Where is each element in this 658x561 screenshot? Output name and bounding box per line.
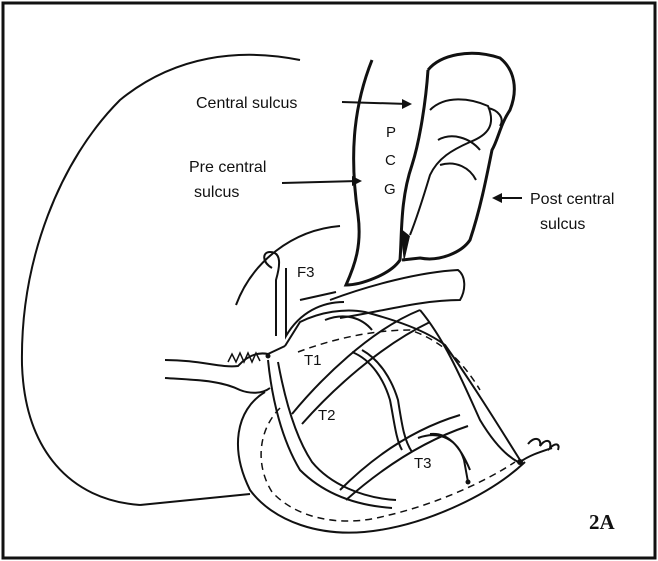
temporal-dashed — [261, 408, 515, 521]
t2-fold-inner — [362, 350, 412, 452]
frontal-curve — [236, 226, 340, 305]
t1-outer — [268, 360, 392, 508]
precentral-arrow — [282, 181, 358, 183]
t3-dot — [466, 480, 471, 485]
sylvian-fissure-bottom — [165, 378, 270, 393]
label-f3: F3 — [297, 264, 315, 281]
temporal-outer — [238, 392, 525, 533]
central-sulcus-arrow — [342, 102, 408, 104]
t3-upper — [340, 415, 468, 500]
label-pcg-p: P — [386, 124, 396, 141]
hemisphere-bottom — [140, 494, 250, 505]
label-post-central-2: sulcus — [540, 216, 585, 233]
precentral-arrowhead — [352, 176, 362, 186]
label-pcg-c: C — [385, 152, 396, 169]
tail-dot — [517, 459, 523, 465]
t1-inner — [278, 362, 396, 500]
label-t3: T3 — [414, 455, 432, 472]
central-sulcus-arrowhead — [402, 99, 412, 109]
label-t1: T1 — [304, 352, 322, 369]
postcentral-gyrus — [402, 53, 514, 260]
postcentral-folds — [438, 136, 480, 180]
label-pre-central-1: Pre central — [189, 159, 266, 176]
label-pcg-g: G — [384, 181, 396, 198]
temporal-upper — [285, 310, 520, 460]
hemisphere-outline — [22, 55, 300, 505]
sylvian-jagged — [228, 353, 260, 362]
precentral-gyrus — [346, 60, 428, 285]
temporal-tail — [520, 439, 559, 462]
figure-border — [3, 3, 655, 558]
fissure-dot — [266, 354, 271, 359]
figure-id: 2A — [589, 510, 616, 534]
label-post-central-1: Post central — [530, 191, 614, 208]
postcentral-arrowhead — [492, 193, 502, 203]
label-t2: T2 — [318, 407, 336, 424]
label-pre-central-2: sulcus — [194, 184, 239, 201]
label-central-sulcus: Central sulcus — [196, 95, 297, 112]
